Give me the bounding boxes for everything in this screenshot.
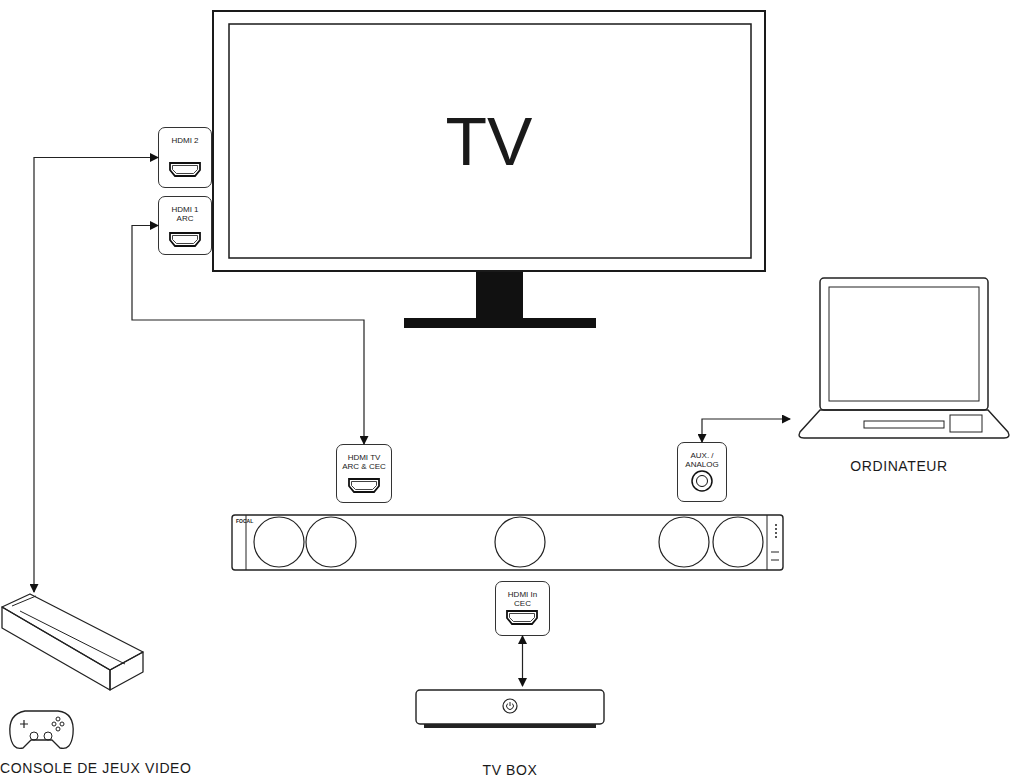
port-label: AUX. / ANALOG: [681, 451, 723, 469]
device-caption: TV BOX: [483, 763, 538, 778]
console-front: [2, 607, 110, 690]
power-symbol: [510, 702, 511, 706]
tv-box-node: TV BOX: [410, 686, 610, 778]
hdmi-port-box: HDMI 2: [158, 127, 212, 188]
aux-port-box: AUX. / ANALOG: [677, 442, 727, 502]
laptop-screen: [820, 278, 988, 410]
game-console: [2, 594, 143, 748]
led-indicator: [775, 524, 777, 540]
speaker-driver: [254, 517, 304, 567]
hdmi-port: [349, 479, 379, 492]
power-button: [503, 699, 517, 713]
hdmi-port: [507, 611, 537, 624]
console-top: [2, 594, 143, 670]
console-side: [110, 652, 143, 690]
tv-title: TV: [446, 107, 533, 175]
hdmi-port-inner: [510, 614, 535, 622]
controller: [10, 711, 73, 748]
device-caption: CONSOLE DE JEUX VIDEO: [0, 761, 192, 776]
port-label: HDMI 2: [163, 136, 207, 145]
cable-connector: [702, 419, 790, 442]
controller-button: [56, 717, 60, 721]
hdmi-port-box: HDMI TV ARC & CEC: [336, 444, 392, 503]
hdmi-port-inner: [173, 166, 198, 174]
port-label: HDMI 1 ARC: [165, 205, 205, 223]
port-label: HDMI TV ARC & CEC: [341, 453, 387, 471]
hdmi-port: [170, 163, 200, 176]
console-ridge: [12, 596, 36, 606]
laptop-trackpad: [950, 415, 982, 432]
speaker-driver: [306, 517, 356, 567]
tv-screen-box: TV: [212, 10, 766, 272]
computer: ORDINATEUR: [790, 276, 1008, 474]
speaker-driver: [495, 517, 545, 567]
tv-box-feet: [424, 724, 596, 728]
controller-button: [52, 722, 56, 726]
hdmi-port: [170, 233, 200, 246]
cable-connector: [132, 226, 364, 445]
hdmi-port-inner: [173, 236, 198, 244]
soundbar-body: [232, 515, 783, 570]
hdmi-port-box: HDMI 1 ARC: [158, 196, 212, 255]
control-mark: [771, 552, 779, 553]
controller-button: [56, 727, 60, 731]
control-mark: [771, 560, 779, 561]
soundbar-endcap: [767, 515, 768, 570]
hdmi-port-box: HDMI In CEC: [495, 581, 550, 636]
cable-connector: [522, 636, 523, 686]
controller-stick: [44, 732, 52, 740]
controller-stick: [30, 732, 38, 740]
hdmi-port-icons: [170, 163, 537, 624]
speaker-driver: [713, 517, 763, 567]
brand-logo: FOCAL: [236, 518, 253, 524]
laptop-base: [799, 410, 1009, 438]
laptop-keyboard: [864, 421, 944, 428]
tv-screen: [229, 24, 751, 258]
soundbar: [232, 515, 783, 570]
device-caption: ORDINATEUR: [850, 459, 948, 474]
aux-jack: [692, 471, 712, 491]
hdmi-port-inner: [352, 482, 377, 490]
tv-stand-base: [404, 318, 596, 328]
port-label: HDMI In CEC: [504, 590, 542, 608]
controller-button: [60, 722, 64, 726]
tv-stand-neck: [476, 272, 523, 318]
cable-connector: [34, 158, 158, 593]
laptop: [799, 278, 1009, 438]
speaker-driver: [659, 517, 709, 567]
laptop-display: [829, 287, 979, 401]
tv-box-body: [416, 690, 604, 724]
controller-dpad: [20, 720, 28, 728]
tv-box-device: [416, 690, 604, 728]
console-ridge: [20, 611, 125, 664]
aux-jack-inner: [697, 476, 708, 487]
game-console-node: CONSOLE DE JEUX VIDEO: [0, 592, 210, 776]
